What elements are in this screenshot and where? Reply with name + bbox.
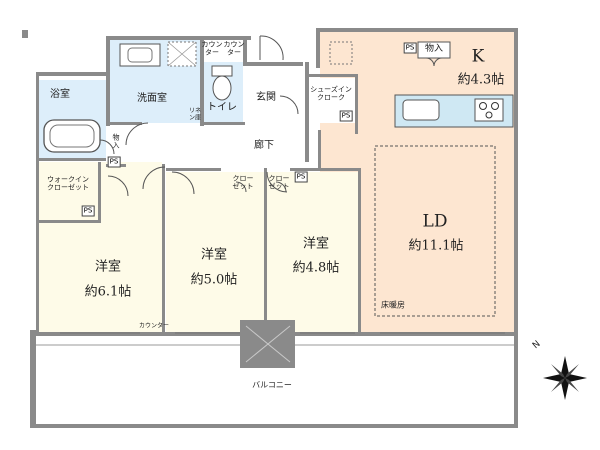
entrance-floor	[243, 62, 305, 123]
room-label-western1: 洋室	[94, 259, 122, 275]
room-label-ld: LD	[422, 211, 448, 232]
room-label-counter1: カウン ター	[201, 40, 223, 56]
room-label-entrance: 玄関	[256, 92, 276, 103]
ps-label-hall: PS	[107, 156, 121, 168]
room-label-counter2: カウン ター	[223, 40, 245, 56]
floor-heating-area	[374, 145, 496, 317]
room-label-washroom: 洗面室	[137, 93, 167, 104]
room-size-western3: 約4.8帖	[292, 260, 340, 276]
compass-rose	[543, 356, 587, 400]
room-size-kitchen: 約4.3帖	[457, 72, 505, 88]
western1-floor	[38, 222, 162, 334]
floor-heating-label: 床暖房	[381, 300, 405, 310]
toilet-fixture	[212, 75, 232, 101]
room-label-storage-k: 物入	[424, 44, 444, 55]
doors	[99, 35, 443, 197]
room-label-balcony: バルコニー	[252, 380, 292, 390]
washbasin	[119, 43, 161, 67]
ps-label-kitchen: PS	[403, 42, 417, 54]
room-label-western2: 洋室	[200, 247, 228, 263]
room-label-toilet: トイレ	[207, 102, 237, 113]
storage-k-box	[417, 41, 451, 59]
fridge-space	[329, 41, 353, 65]
room-label-storage-a: 物 入	[112, 133, 120, 149]
room-label-closet2: クロー ゼット	[268, 174, 290, 190]
ps-label-closet: PS	[294, 171, 308, 183]
room-label-shoes-closet: シューズイン クローク	[310, 85, 352, 101]
room-size-western1: 約6.1帖	[84, 284, 132, 300]
room-label-linen: リネ ン庫	[188, 107, 202, 121]
closet1-floor	[222, 172, 262, 199]
ps-label-shoes: PS	[339, 110, 353, 122]
closet2-floor	[265, 172, 297, 199]
room-label-western3: 洋室	[302, 236, 330, 252]
room-label-closet1: クロー ゼット	[232, 174, 254, 190]
ps-label-walkin: PS	[81, 205, 95, 217]
room-label-bath: 浴室	[50, 89, 70, 100]
room-size-western2: 約5.0帖	[190, 272, 238, 288]
room-size-ld: 約11.1帖	[408, 238, 464, 254]
room-label-walkin-closet: ウォークイン クローゼット	[47, 175, 89, 191]
room-label-counter3: カウンター	[138, 322, 170, 330]
hall-floor	[106, 123, 320, 165]
room-label-kitchen: K	[471, 46, 485, 67]
room-label-hallway: 廊下	[254, 140, 274, 151]
bathtub	[43, 119, 101, 153]
